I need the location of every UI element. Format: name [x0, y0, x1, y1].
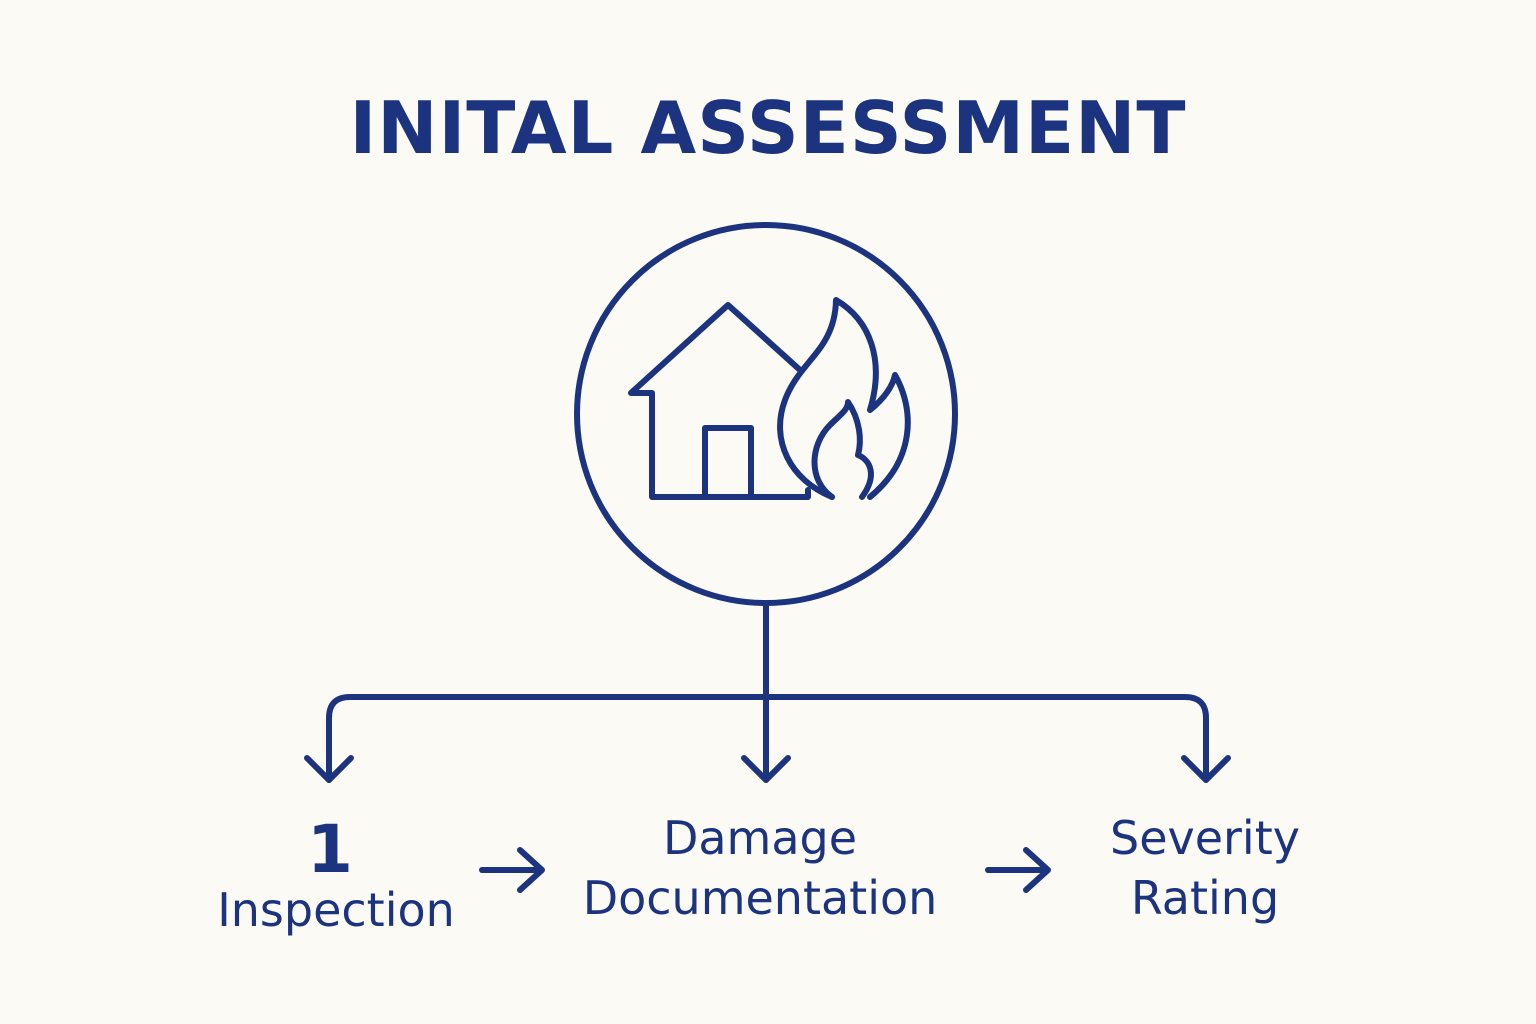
house-fire-icon: [628, 297, 911, 500]
connector-branch: [326, 694, 1209, 783]
step-label-line: Damage: [662, 811, 858, 865]
door-icon: [702, 425, 754, 500]
step-label-damage-documentation: Damage Documentation: [530, 808, 990, 928]
arrow-right-icon: [985, 847, 1051, 893]
step-number: 1: [307, 811, 353, 888]
step-label-line: Rating: [1130, 871, 1280, 925]
flame-inner-icon: [811, 399, 874, 500]
step-label-severity-rating: Severity Rating: [1060, 808, 1350, 928]
step-label-inspection: Inspection: [217, 883, 455, 937]
arrow-down-icon: [1181, 755, 1231, 783]
arrow-down-icon: [741, 755, 791, 783]
page-title: INITAL ASSESSMENT: [349, 86, 1187, 170]
step-label-line: Documentation: [582, 871, 938, 925]
icon-circle: [574, 222, 958, 606]
step-label-line: Severity: [1110, 811, 1300, 865]
arrow-down-icon: [304, 755, 354, 783]
flame-outer-icon: [777, 297, 911, 500]
arrow-right-icon: [479, 847, 545, 893]
